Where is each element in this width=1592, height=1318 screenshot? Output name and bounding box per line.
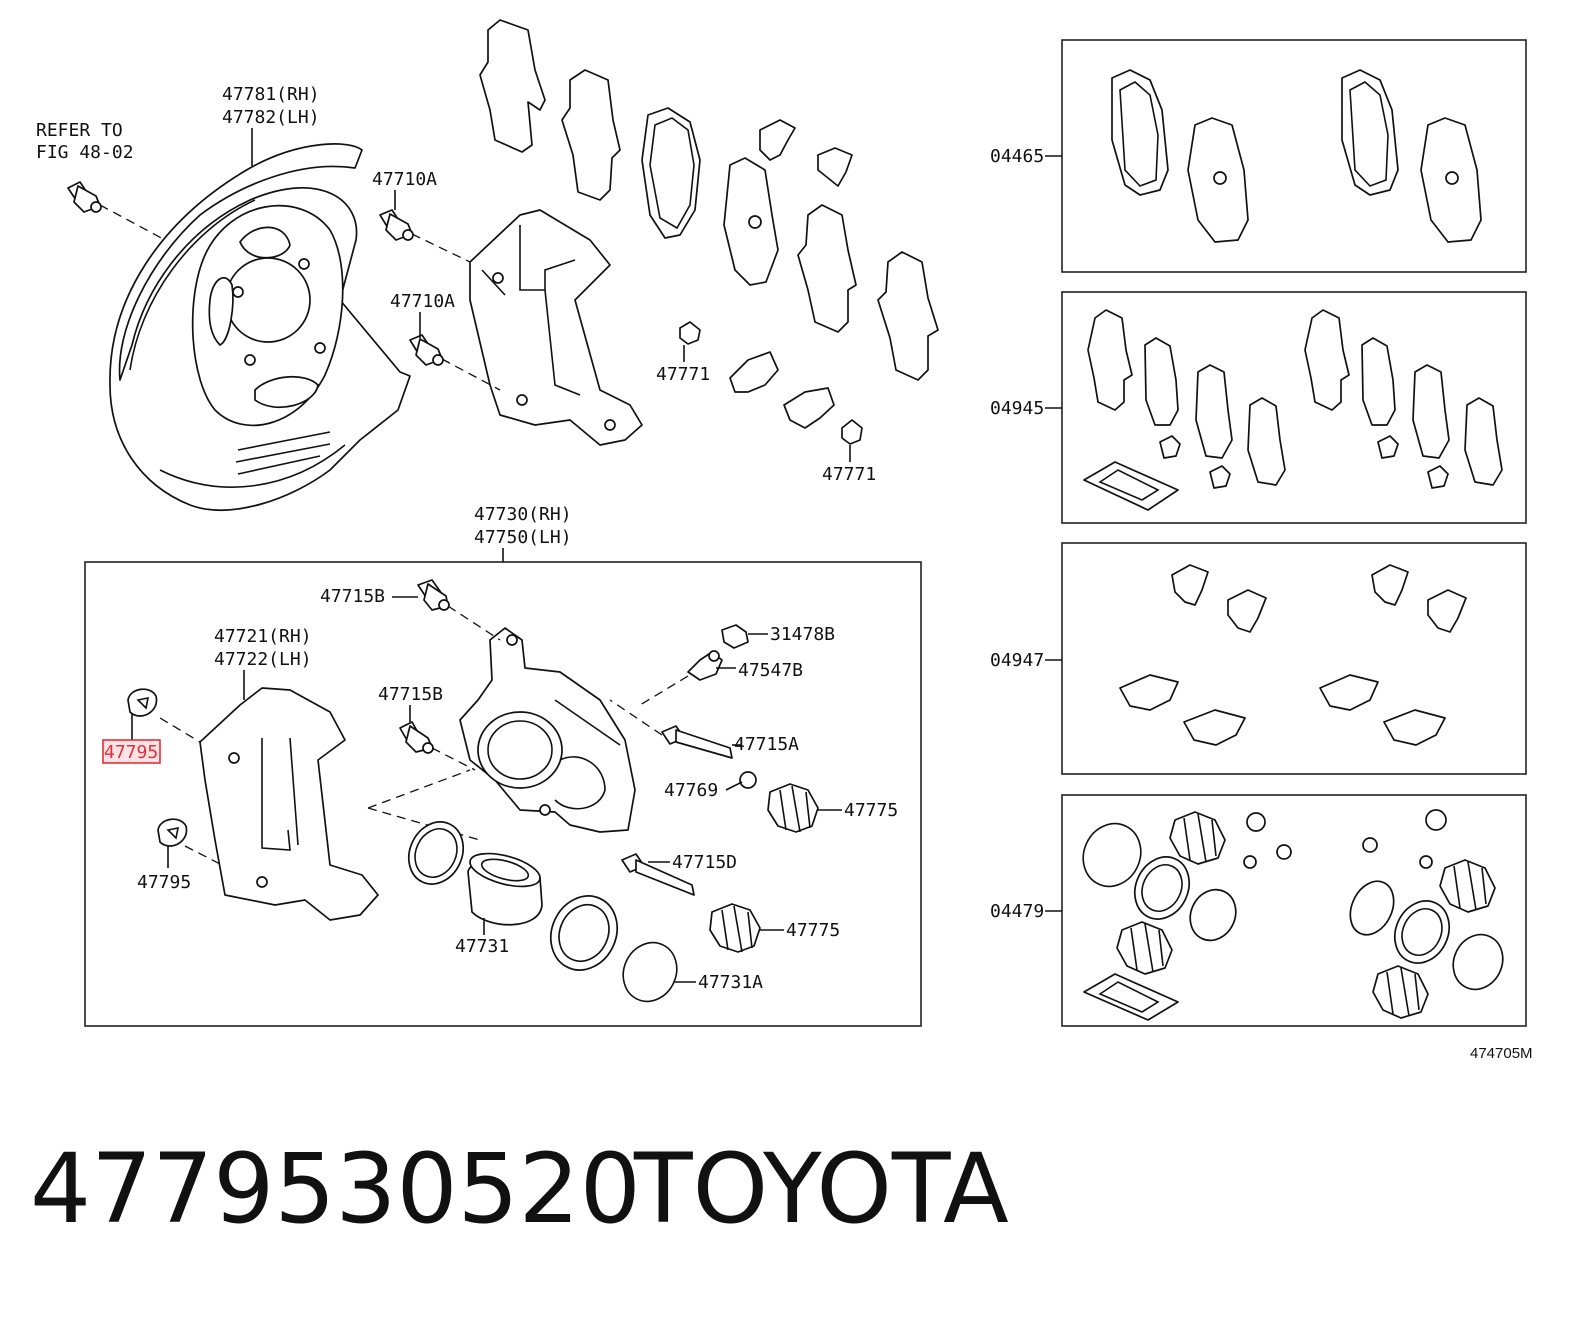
label-47771-a[interactable]: 47771	[656, 364, 710, 385]
anti-squeal-shim-lower[interactable]	[157, 818, 188, 847]
label-47730[interactable]: 47730(RH)	[474, 504, 572, 525]
bracket-bolt-upper[interactable]	[379, 209, 471, 263]
label-47710a-mid[interactable]: 47710A	[390, 291, 455, 312]
label-47795-highlighted[interactable]: 47795	[104, 742, 158, 763]
label-47721[interactable]: 47721(RH)	[214, 626, 312, 647]
piston-seal[interactable]	[399, 813, 473, 893]
caliper-mounting-bracket[interactable]	[469, 209, 643, 446]
dust-shield-bolt[interactable]	[67, 181, 102, 213]
pad-shims-and-clips[interactable]	[679, 119, 863, 445]
label-47715b-top[interactable]: 47715B	[320, 586, 385, 607]
kit-label-04945[interactable]: 04945	[990, 398, 1044, 419]
label-47771-b[interactable]: 47771	[822, 464, 876, 485]
caliper-support[interactable]	[159, 687, 379, 921]
figure-code: 474705M	[1470, 1045, 1533, 1062]
kit-04479-seals-boots[interactable]	[1073, 809, 1511, 1021]
slide-bushing-47769[interactable]	[739, 771, 757, 789]
label-47710a-top[interactable]: 47710A	[372, 169, 437, 190]
piston-boot[interactable]	[539, 885, 629, 981]
refer-label-line2: FIG 48-02	[36, 142, 134, 163]
brake-pad-set[interactable]	[479, 19, 939, 381]
caliper-body[interactable]	[367, 627, 636, 841]
label-47769[interactable]: 47769	[664, 780, 718, 801]
bleeder-cap[interactable]	[721, 624, 749, 649]
bleeder-plug[interactable]	[639, 650, 723, 706]
caliper-assembly-frame	[84, 561, 922, 1027]
support-bolt-47715b-mid[interactable]	[399, 721, 476, 771]
caliper-piston[interactable]	[467, 847, 544, 926]
label-47775-b[interactable]: 47775	[786, 920, 840, 941]
part-number-caption: 4779530520	[30, 1133, 641, 1245]
anti-squeal-shim-upper[interactable]	[127, 688, 158, 717]
label-47782[interactable]: 47782(LH)	[222, 107, 320, 128]
label-47715b-mid[interactable]: 47715B	[378, 684, 443, 705]
bracket-bolt-lower[interactable]	[409, 334, 501, 391]
refer-label-line1: REFER TO	[36, 120, 123, 141]
pin-boot-lower[interactable]	[709, 903, 761, 953]
dust-shield[interactable]	[99, 143, 411, 511]
label-47750[interactable]: 47750(LH)	[474, 527, 572, 548]
kit-04947-shims[interactable]	[1119, 564, 1467, 746]
label-47781[interactable]: 47781(RH)	[222, 84, 320, 105]
label-47775-a[interactable]: 47775	[844, 800, 898, 821]
label-31478b[interactable]: 31478B	[770, 624, 835, 645]
label-47731[interactable]: 47731	[455, 936, 509, 957]
label-47715a[interactable]: 47715A	[734, 734, 799, 755]
kit-04945-pads[interactable]	[1083, 309, 1503, 511]
boot-set-ring[interactable]	[614, 934, 686, 1010]
kit-label-04465[interactable]: 04465	[990, 146, 1044, 167]
kit-04465-pads[interactable]	[1111, 69, 1482, 243]
kit-label-04947[interactable]: 04947	[990, 650, 1044, 671]
label-47722[interactable]: 47722(LH)	[214, 649, 312, 670]
pin-boot-upper[interactable]	[767, 783, 819, 833]
brand-caption: TOYOTA	[633, 1133, 1009, 1245]
kit-frame-04947	[1061, 542, 1527, 775]
slide-pin-47715a[interactable]	[609, 699, 733, 759]
label-47795[interactable]: 47795	[137, 872, 191, 893]
label-47715d[interactable]: 47715D	[672, 852, 737, 873]
slide-pin-47715d[interactable]	[621, 853, 695, 896]
label-47547b[interactable]: 47547B	[738, 660, 803, 681]
highlighted-part-box[interactable]	[102, 739, 161, 764]
leader-47769	[725, 781, 743, 791]
kit-label-04479[interactable]: 04479	[990, 901, 1044, 922]
support-bolt-47715b-top[interactable]	[417, 579, 501, 641]
label-47731a[interactable]: 47731A	[698, 972, 763, 993]
